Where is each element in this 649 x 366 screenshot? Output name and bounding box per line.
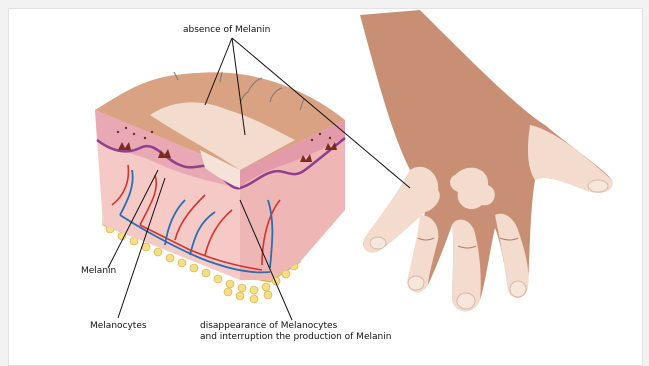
fingernail (588, 180, 608, 192)
label-disappearance-line2: and interruption the production of Melan… (200, 332, 391, 343)
fingernail (408, 276, 424, 290)
label-disappearance-line1: disappearance of Melanocytes (200, 321, 337, 332)
label-absence-of-melanin: absence of Melanin (183, 25, 270, 36)
fingernail (457, 293, 475, 309)
fingernail (510, 281, 526, 297)
label-melanin: Melanin (81, 266, 116, 277)
hand-illustration (360, 10, 612, 311)
label-melanocytes: Melanocytes (90, 321, 147, 332)
skin-cross-section (95, 72, 345, 303)
fingernail (370, 237, 386, 249)
